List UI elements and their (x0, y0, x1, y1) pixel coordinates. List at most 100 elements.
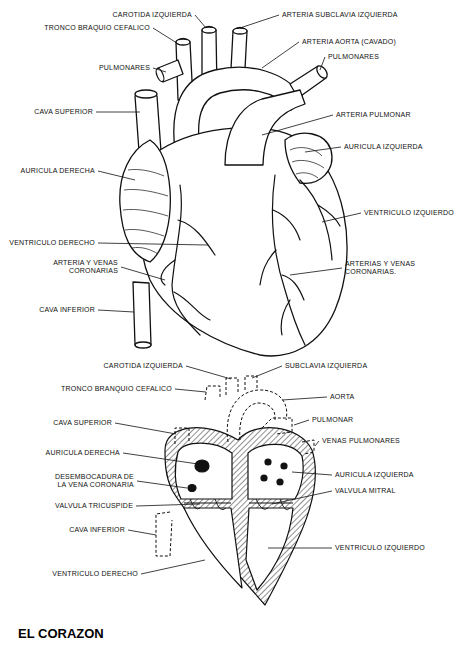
part-label: CAVA SUPERIOR (34, 108, 93, 116)
drawing-stroke (195, 460, 209, 472)
part-label: SUBCLAVIA IZQUIERDA (285, 362, 367, 370)
leader-line (175, 389, 206, 392)
leader-line (305, 147, 341, 152)
vessel-outlines (156, 376, 314, 556)
leader-line (121, 267, 165, 280)
part-label: VENTRICULO DERECHO (52, 570, 138, 578)
drawing-stroke (233, 28, 247, 34)
leader-line (240, 15, 279, 28)
drawing-stroke (285, 133, 332, 183)
part-label: AURICULA IZQUIERDA (344, 143, 423, 151)
part-label: ARTERIA AORTA (CAVADO) (302, 38, 396, 46)
part-label: CAVA INFERIOR (69, 526, 125, 534)
leader-line (128, 530, 156, 535)
part-label: PULMONAR (312, 416, 353, 424)
drawing-stroke (265, 459, 271, 465)
drawing-stroke (246, 508, 293, 590)
leader-line (294, 420, 309, 425)
drawing-stroke (184, 508, 242, 588)
leader-line (98, 243, 208, 245)
diagram-title: EL CORAZON (18, 626, 104, 641)
drawing-stroke (261, 475, 267, 481)
leader-line (262, 115, 333, 135)
leader-line (322, 213, 361, 222)
leader-line (98, 310, 134, 312)
part-label: CAROTIDA IZQUIERDA (104, 362, 183, 370)
part-label: TRONCO BRAQUIO CEFALICO (44, 24, 150, 32)
heart-section (165, 428, 315, 605)
drawing-stroke (123, 169, 168, 254)
part-label: PULMONARES (99, 64, 150, 72)
leader-line (315, 441, 319, 446)
drawing-stroke (281, 463, 287, 469)
leader-line (115, 423, 176, 434)
drawing-stroke (202, 27, 216, 33)
drawing-stroke (135, 90, 157, 98)
part-label: VALVULA TRICUSPIDE (55, 502, 133, 510)
drawing-stroke (302, 440, 314, 454)
drawing-stroke (188, 485, 196, 492)
drawing-stroke (300, 180, 340, 260)
drawing-stroke (172, 185, 200, 335)
part-label: TRONCO BRANQUIO CEFALICO (61, 385, 172, 393)
part-label: VENTRICULO IZQUIERDO (364, 209, 454, 217)
leader-line (252, 366, 282, 378)
drawing-stroke (135, 342, 151, 348)
leader-line (195, 15, 206, 28)
part-label: VENAS PULMONARES (322, 437, 400, 445)
part-label: DESEMBOCADURA DE LA VENA CORONARIA (49, 473, 134, 490)
heart-exterior (120, 27, 347, 356)
part-label: VENTRICULO DERECHO (9, 239, 95, 247)
drawing-stroke (156, 512, 172, 556)
leader-line (141, 560, 205, 574)
drawing-stroke (161, 220, 215, 320)
drawing-stroke (133, 282, 151, 345)
part-label: ARTERIA SUBCLAVIA IZQUIERDA (282, 11, 398, 19)
drawing-stroke (277, 479, 283, 485)
leader-line (292, 472, 332, 475)
part-label: AURICULA DERECHA (46, 449, 120, 457)
part-label: AURICULA DERECHA (21, 167, 95, 175)
part-label: AURICULA IZQUIERDA (335, 471, 414, 479)
coronary-vessels (161, 175, 340, 345)
leader-line (262, 42, 299, 68)
drawing-stroke (262, 418, 292, 434)
drawing-stroke (205, 386, 220, 400)
leader-line (96, 112, 140, 113)
drawing-stroke (272, 175, 305, 345)
leader-line (123, 453, 198, 464)
part-label: VALVULA MITRAL (335, 487, 396, 495)
part-label: ARTERIA PULMONAR (336, 111, 411, 119)
part-label: CAVA INFERIOR (39, 306, 95, 314)
drawing-stroke (155, 67, 166, 82)
leader-line (268, 548, 332, 549)
leader-line (98, 171, 135, 180)
part-label: CAVA SUPERIOR (53, 419, 112, 427)
leader-line (153, 28, 180, 45)
drawing-stroke (248, 444, 303, 499)
drawing-stroke (175, 428, 189, 444)
part-label: ARTERIA Y VENAS CORONARIAS (43, 259, 118, 276)
leader-line (290, 268, 342, 275)
drawing-stroke (260, 210, 304, 335)
part-label: ARTERIAS Y VENAS CORONARIAS. (345, 260, 425, 277)
leader-line (137, 481, 187, 488)
part-label: AORTA (330, 393, 354, 401)
leader-line (320, 57, 325, 70)
leader-line (282, 397, 327, 400)
drawing-stroke (175, 443, 232, 499)
drawing-stroke (240, 403, 275, 440)
leader-line (272, 491, 332, 504)
leader-line (153, 68, 166, 72)
leader-line (136, 504, 200, 506)
drawing-stroke (190, 499, 290, 510)
leader-line (186, 366, 231, 379)
part-label: PULMONARES (328, 53, 379, 61)
drawing-stroke (165, 428, 315, 605)
part-label: VENTRICULO IZQUIERDO (335, 544, 425, 552)
part-label: CAROTIDA IZQUIERDA (113, 11, 192, 19)
drawing-stroke (315, 64, 330, 80)
